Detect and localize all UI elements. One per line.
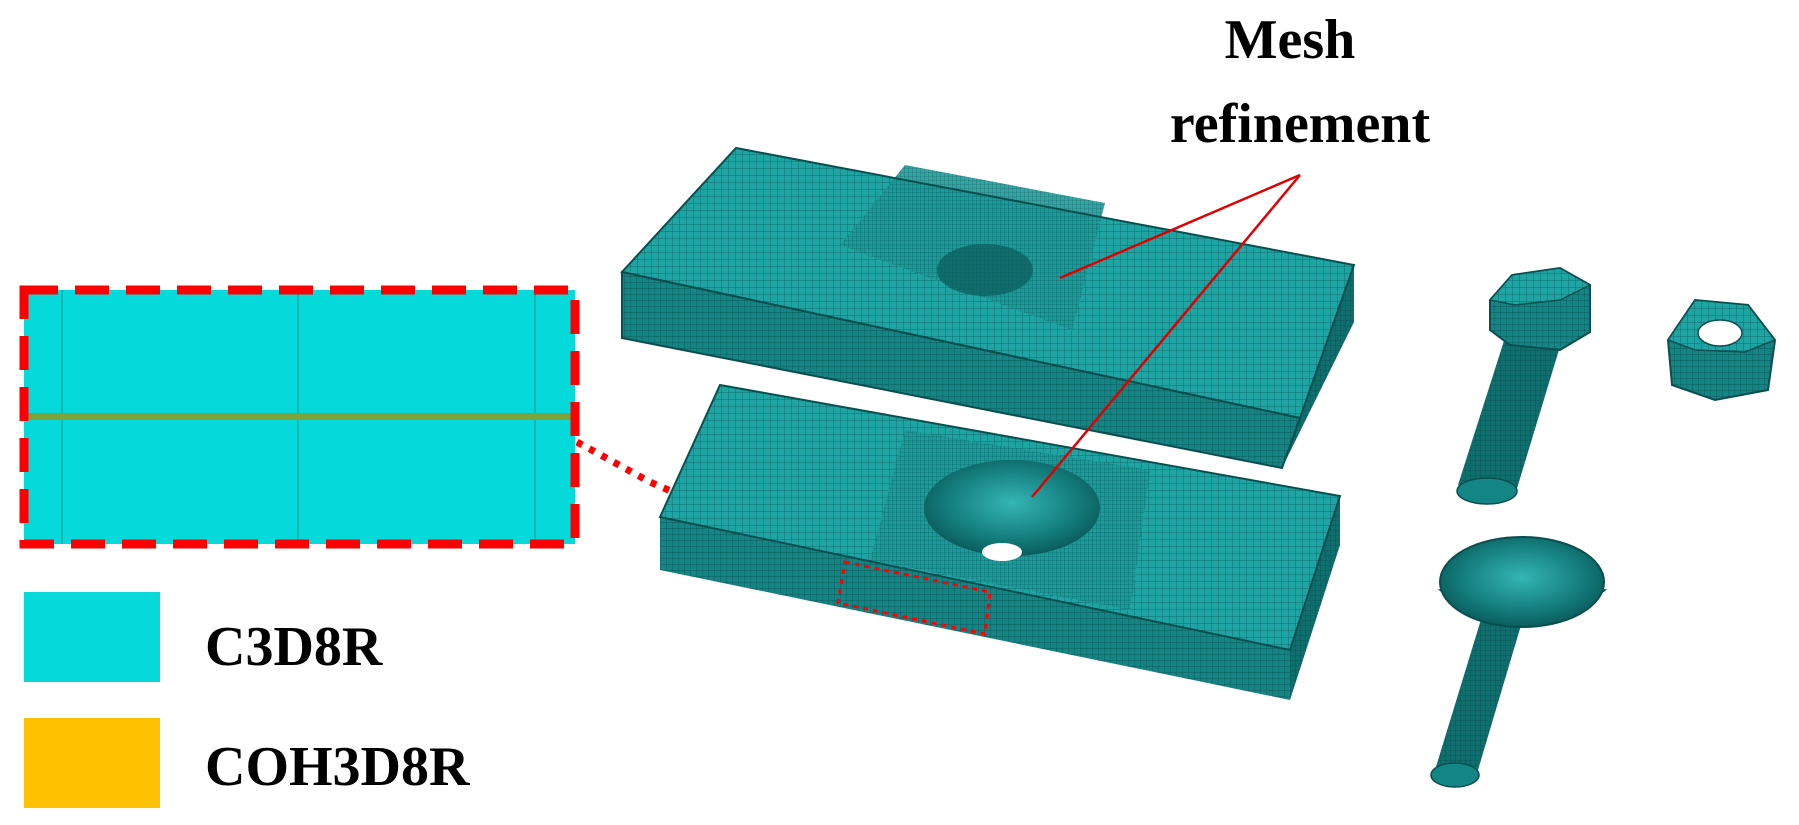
bolt-shank <box>1458 322 1565 495</box>
lower-plate-side <box>1290 496 1340 700</box>
hex-nut <box>1666 298 1777 402</box>
through-hole <box>982 543 1022 561</box>
lower-plate-front <box>660 517 1290 700</box>
countersink-hole <box>924 460 1100 556</box>
legend-swatch-coh3d8r <box>24 718 160 808</box>
csk-bolt-end <box>1430 762 1480 788</box>
hex-bolt <box>1456 266 1592 505</box>
cohesive-layer <box>24 413 575 420</box>
legend: C3D8R COH3D8R <box>24 592 470 808</box>
bolt-shank-end <box>1456 477 1518 505</box>
lower-plate <box>658 383 1342 700</box>
annotation-arrow-lower <box>1031 174 1301 498</box>
dashed-red-frame <box>19 285 580 549</box>
hex-nut-hole <box>1697 319 1743 347</box>
countersunk-bolt <box>1430 536 1608 788</box>
cross-section-inset <box>19 285 580 549</box>
csk-bolt-head <box>1439 536 1605 628</box>
annotation-line2: refinement <box>1170 93 1431 155</box>
annotation-line1: Mesh <box>1225 9 1356 71</box>
highlight-box <box>836 560 992 636</box>
legend-label-coh3d8r: COH3D8R <box>205 736 470 798</box>
annotation-arrow-upper <box>1059 173 1301 280</box>
mesh-refinement-annotation: Mesh refinement <box>1031 9 1431 498</box>
csk-bolt-shank <box>1435 590 1530 780</box>
upper-hole-region <box>937 244 1033 296</box>
upper-plate <box>620 146 1356 470</box>
legend-label-c3d8r: C3D8R <box>205 616 383 678</box>
legend-swatch-c3d8r <box>24 592 160 682</box>
upper-plate-front <box>622 272 1300 468</box>
